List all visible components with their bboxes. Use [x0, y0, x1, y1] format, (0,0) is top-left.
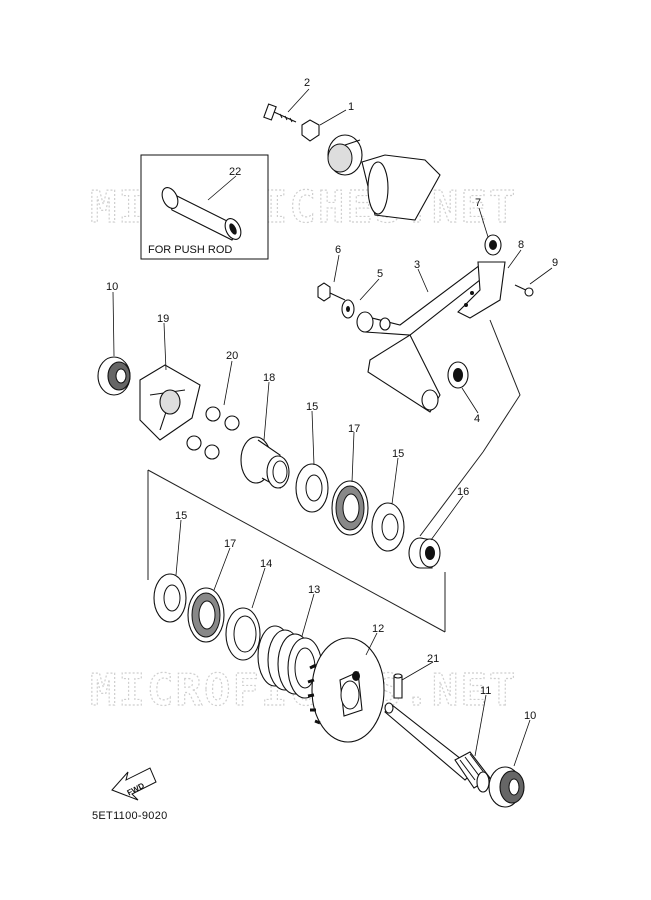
pusher-part-18	[240, 436, 290, 489]
callout-13: 13	[308, 584, 320, 596]
screw-part-9	[514, 284, 534, 297]
bushing-part-7	[484, 234, 502, 256]
inset-caption: FOR PUSH ROD	[148, 244, 232, 256]
washer-part-14	[225, 607, 261, 661]
pin-part-21	[393, 673, 403, 699]
shaft-part-11	[384, 702, 491, 793]
ball-holder-part-19	[139, 364, 201, 441]
callout-20: 20	[226, 350, 238, 362]
washer-part-15-right	[371, 502, 405, 552]
push-rod-inset: FOR PUSH ROD	[140, 154, 269, 260]
fwd-direction-arrow: FWD	[111, 767, 157, 801]
callout-4: 4	[474, 413, 480, 425]
callout-3: 3	[414, 259, 420, 271]
callout-9: 9	[552, 257, 558, 269]
nut-part-1	[301, 119, 320, 142]
bolt-part-2	[263, 103, 297, 123]
washer-part-15-lower	[153, 573, 187, 623]
callout-2: 2	[304, 77, 310, 89]
callout-16: 16	[457, 486, 469, 498]
collar-part-16	[408, 537, 441, 569]
callout-5: 5	[377, 268, 383, 280]
callout-15-lower: 15	[175, 510, 187, 522]
clutch-cylinder	[361, 154, 441, 221]
lever-bracket-part-8	[457, 261, 506, 319]
callout-7: 7	[475, 197, 481, 209]
washer-part-15-upper	[295, 463, 329, 513]
callout-22: 22	[229, 166, 241, 178]
bearing-part-10-right	[488, 766, 525, 808]
pushrod-bushing	[327, 134, 363, 176]
callout-8: 8	[518, 239, 524, 251]
spacer-part-4	[447, 361, 469, 389]
balls-part-20	[186, 406, 240, 460]
callout-18: 18	[263, 372, 275, 384]
thrust-bearing-part-17-upper	[331, 480, 369, 536]
push-rod-collar-part	[161, 187, 242, 241]
callout-1: 1	[348, 101, 354, 113]
part-callouts: 2 1 22 7 8 9 6 5 3 4 10 19 20 18 15 17 1…	[106, 77, 558, 722]
callout-12: 12	[372, 623, 384, 635]
washer-part-5	[341, 299, 355, 319]
callout-15-right: 15	[392, 448, 404, 460]
callout-21: 21	[427, 653, 439, 665]
callout-14: 14	[260, 558, 272, 570]
callout-10-right: 10	[524, 710, 536, 722]
callout-17-upper: 17	[348, 423, 360, 435]
callout-15-upper: 15	[306, 401, 318, 413]
leader-lines	[112, 88, 553, 767]
assembly-bracket-lines	[147, 319, 521, 633]
callout-19: 19	[157, 313, 169, 325]
callout-6: 6	[335, 244, 341, 256]
gear-part-12	[307, 637, 385, 743]
callout-10-left: 10	[106, 281, 118, 293]
callout-17-lower: 17	[224, 538, 236, 550]
spring-part-13	[257, 625, 323, 699]
link-plate-part-4	[367, 334, 441, 413]
bolt-part-6	[317, 282, 346, 302]
diagram-code: 5ET1100-9020	[92, 810, 168, 822]
thrust-bearing-part-17-lower	[187, 587, 225, 643]
bearing-part-10-left	[97, 356, 131, 396]
callout-11: 11	[480, 685, 491, 697]
